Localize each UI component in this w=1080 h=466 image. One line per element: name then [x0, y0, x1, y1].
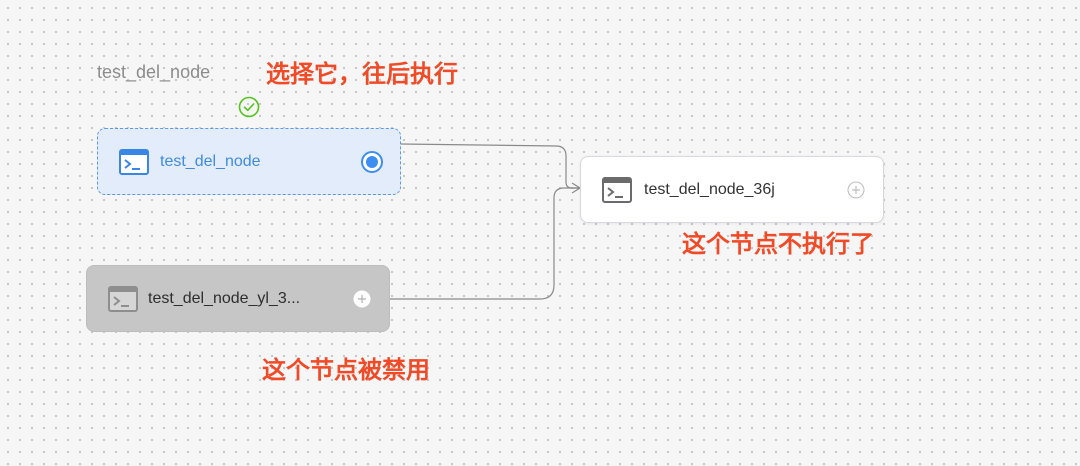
terminal-window-icon — [119, 148, 149, 175]
group-title: test_del_node — [97, 62, 211, 82]
terminal-window-icon — [108, 285, 138, 312]
annotation-not-run-note: 这个节点不执行了 — [682, 230, 874, 258]
node-disabled[interactable]: test_del_node_yl_3... — [86, 265, 390, 332]
node-target[interactable]: test_del_node_36j — [580, 156, 884, 223]
node-selected[interactable]: test_del_node — [97, 128, 401, 195]
node-label: test_del_node_36j — [644, 180, 775, 198]
plus-circle-icon[interactable] — [847, 181, 865, 199]
annotation-select-note: 选择它，往后执行 — [266, 60, 458, 88]
check-circle-icon — [238, 96, 260, 118]
edge-disabled-to-target — [390, 187, 579, 300]
annotation-disabled-note: 这个节点被禁用 — [262, 356, 430, 384]
node-label: test_del_node_yl_3... — [148, 289, 301, 307]
node-label: test_del_node — [160, 152, 261, 170]
edge-selected-to-target — [400, 143, 579, 189]
terminal-window-icon — [602, 176, 632, 203]
radio-selected-icon[interactable] — [361, 151, 383, 173]
plus-circle-icon[interactable] — [353, 290, 371, 308]
